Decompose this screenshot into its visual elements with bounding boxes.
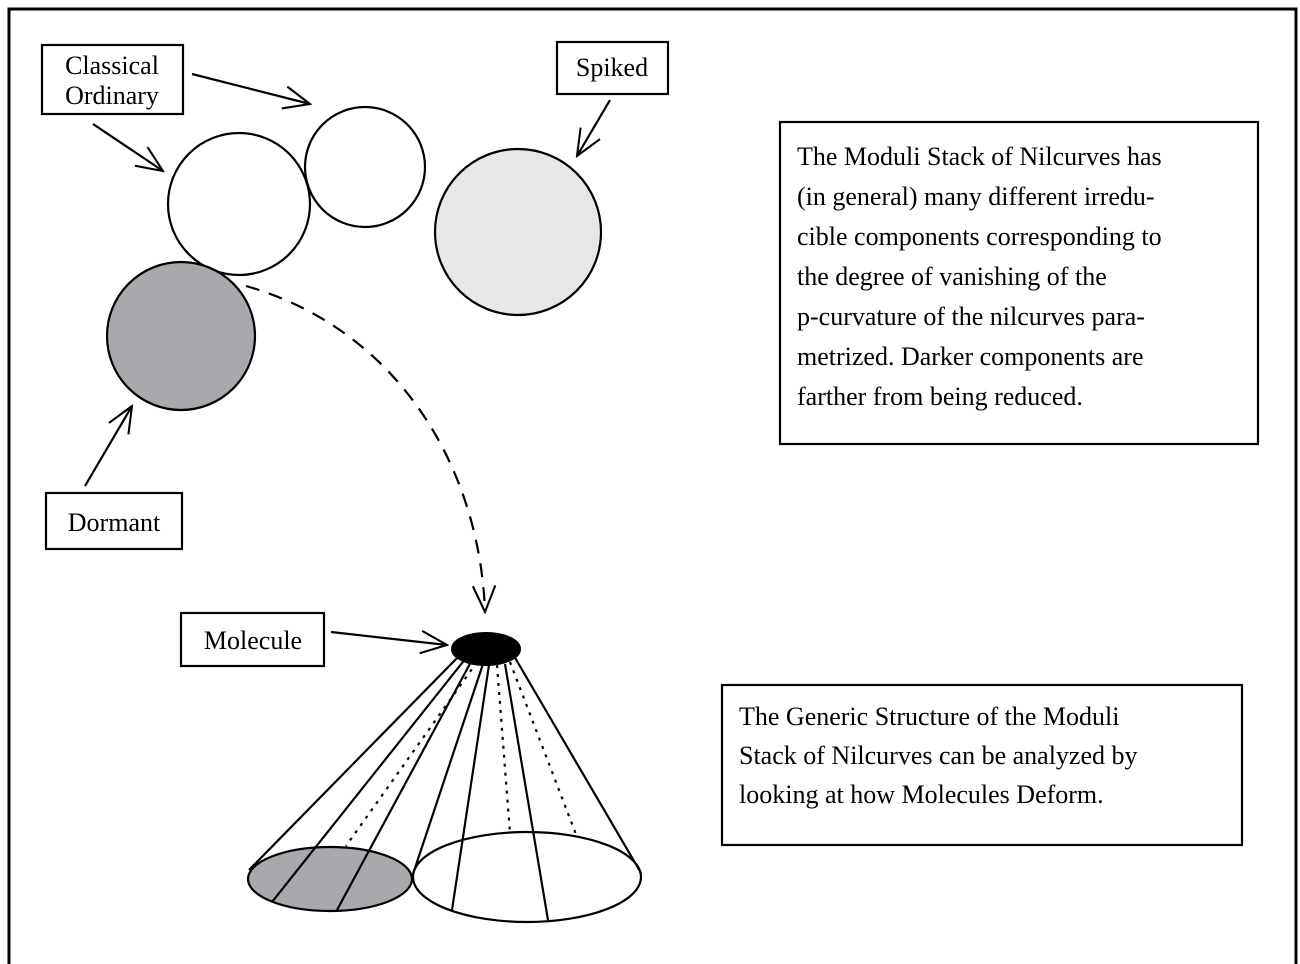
cone-line-4 — [450, 664, 491, 911]
classical-label-line-1: Classical — [65, 51, 159, 80]
cone-dotted-line-2 — [495, 664, 512, 834]
generic-structure-text-line: The Generic Structure of the Moduli — [739, 702, 1120, 731]
cone-line-1 — [271, 657, 467, 903]
moduli-stack-text-line: (in general) many different irredu- — [797, 182, 1155, 211]
moduli-stack-text-line: cible components corresponding to — [797, 222, 1162, 251]
figure-frame — [7, 7, 1298, 964]
molecule-arrow — [330, 632, 447, 645]
moduli-stack-text-line: The Moduli Stack of Nilcurves has — [797, 142, 1162, 171]
generic-structure-text-line: looking at how Molecules Deform. — [739, 780, 1104, 809]
dormant-arrow — [84, 406, 132, 487]
cone-dotted-line-1 — [345, 661, 478, 847]
dormant-component-circle — [105, 260, 257, 412]
classical-arrow-to-left-circle — [92, 123, 163, 171]
classical-component-circle-right — [303, 105, 427, 229]
spiked-label-box — [555, 40, 670, 96]
cone-left-base — [246, 845, 414, 913]
classical-component-circle-left — [166, 131, 312, 277]
moduli-stack-text: The Moduli Stack of Nilcurves has (in ge… — [797, 142, 1162, 411]
generic-structure-text: The Generic Structure of the Moduli Stac… — [739, 702, 1138, 809]
moduli-stack-text-box — [778, 120, 1260, 446]
dormant-label-box — [44, 491, 184, 551]
classical-arrow-to-right-circle — [191, 72, 310, 104]
generic-structure-text-line: Stack of Nilcurves can be analyzed by — [739, 741, 1138, 770]
cone-edge-right — [513, 655, 642, 874]
generic-structure-text-box — [720, 683, 1244, 847]
moduli-stack-text-line: farther from being reduced. — [797, 382, 1083, 411]
molecule-label-box — [179, 611, 326, 668]
moduli-stack-text-line: the degree of vanishing of the — [797, 262, 1107, 291]
dormant-to-molecule-dashed-curve — [245, 284, 485, 612]
cone-line-2 — [336, 659, 473, 911]
cone-line-5 — [503, 663, 550, 921]
moduli-stack-text-line: p-curvature of the nilcurves para- — [797, 302, 1145, 331]
classical-label-box — [40, 43, 185, 116]
cone-line-3 — [411, 663, 485, 875]
cone-edge-left — [248, 654, 461, 871]
spiked-label: Spiked — [576, 53, 648, 82]
molecule-label: Molecule — [204, 626, 302, 655]
moduli-stack-text-line: metrized. Darker components are — [797, 342, 1144, 371]
spiked-arrow — [577, 99, 611, 156]
cone-right-base — [411, 830, 643, 924]
classical-label-line-2: Ordinary — [65, 81, 159, 110]
dormant-label: Dormant — [68, 508, 161, 537]
molecule-ellipse — [451, 632, 521, 666]
spiked-component-circle — [433, 147, 603, 317]
